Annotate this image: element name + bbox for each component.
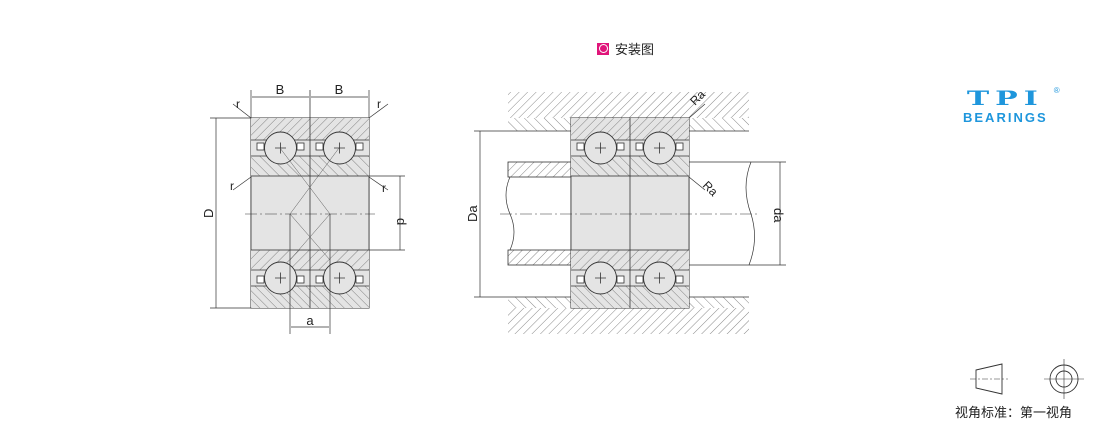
dim-a: a xyxy=(306,313,314,328)
mounting-view: Da da Ra Ra xyxy=(465,87,786,334)
dim-r-top-left: r xyxy=(236,97,240,111)
first-angle-projection-icon xyxy=(970,359,1084,399)
dim-Ra-mid: Ra xyxy=(700,178,721,199)
dim-r-mid-left: r xyxy=(230,179,234,193)
logo-registered: ® xyxy=(1053,86,1060,95)
logo-brand: TPI xyxy=(966,87,1044,111)
dim-B-right: B xyxy=(335,82,344,97)
dim-r-top-right: r xyxy=(377,97,381,111)
dim-D: D xyxy=(201,209,216,218)
bearing-section-view: B B r r r r D d a xyxy=(201,82,409,334)
dim-Da: Da xyxy=(465,205,480,222)
section-title-text: 安装图 xyxy=(615,42,655,57)
logo-sub: BEARINGS xyxy=(963,110,1048,125)
dim-r-mid-right: r xyxy=(382,181,386,195)
circle-marker-icon xyxy=(597,42,609,55)
dim-B-left: B xyxy=(276,82,285,97)
section-title: 安装图 xyxy=(597,39,654,58)
projection-standard-label: 视角标准：第一视角 xyxy=(955,405,1073,420)
dim-da: da xyxy=(771,208,786,223)
dim-d: d xyxy=(394,218,409,225)
tpi-logo: TPI ® BEARINGS xyxy=(963,86,1060,125)
